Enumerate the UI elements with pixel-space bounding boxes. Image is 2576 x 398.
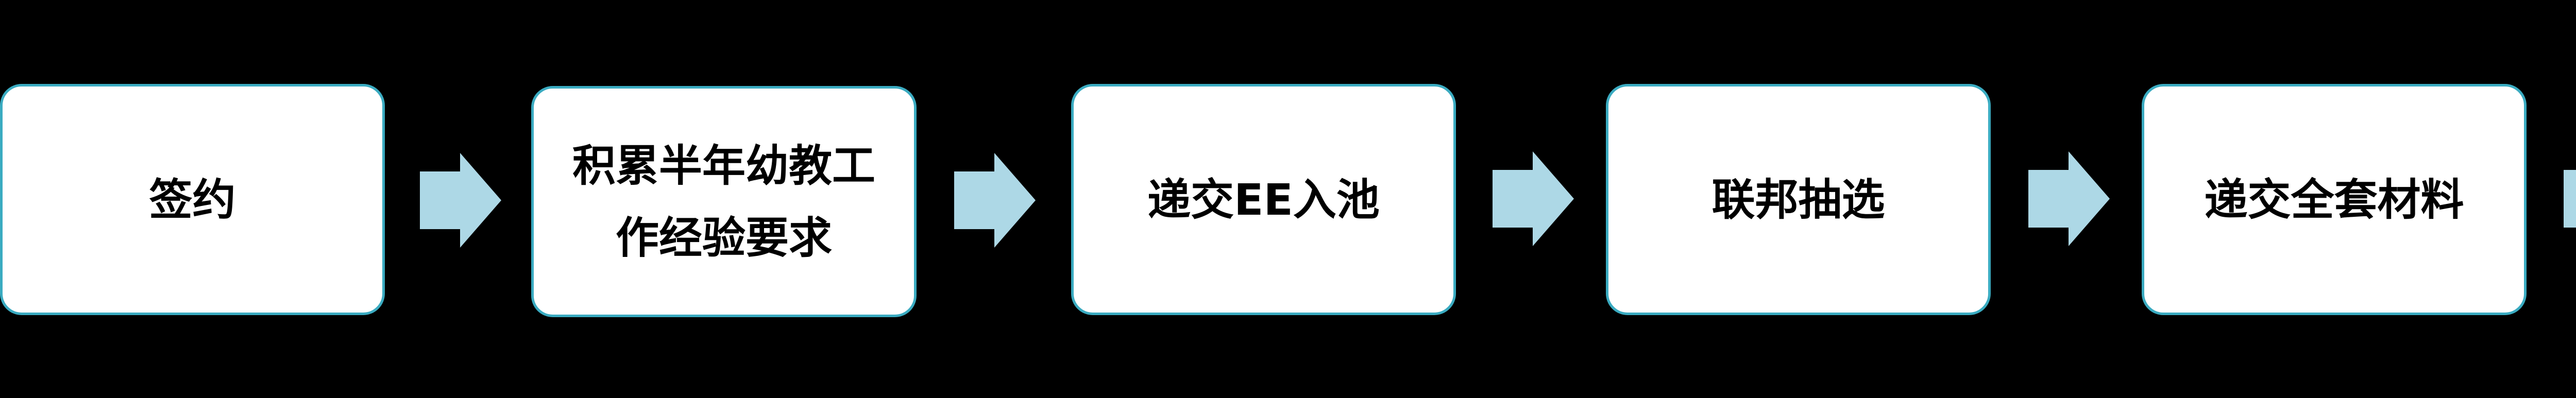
right-arrow-icon bbox=[1493, 151, 1574, 246]
right-arrow-icon bbox=[2028, 151, 2110, 246]
step-federal-draw: 联邦抽选 bbox=[1606, 84, 1991, 315]
step-sign-contract: 签约 bbox=[0, 84, 385, 315]
step-label: 递交全套材料 bbox=[2204, 174, 2464, 225]
step-label: 联邦抽选 bbox=[1711, 174, 1885, 225]
step-label: 签约 bbox=[149, 174, 236, 225]
step-submit-documents: 递交全套材料 bbox=[2142, 84, 2527, 315]
right-arrow-icon bbox=[2564, 151, 2576, 246]
right-arrow-icon bbox=[954, 153, 1036, 248]
step-submit-ee-pool: 递交EE入池 bbox=[1071, 84, 1456, 315]
step-accumulate-experience: 积累半年幼教工 作经验要求 bbox=[531, 86, 917, 317]
step-label: 递交EE入池 bbox=[1147, 174, 1380, 225]
step-label: 积累半年幼教工 作经验要求 bbox=[572, 140, 875, 263]
right-arrow-icon bbox=[420, 153, 501, 248]
